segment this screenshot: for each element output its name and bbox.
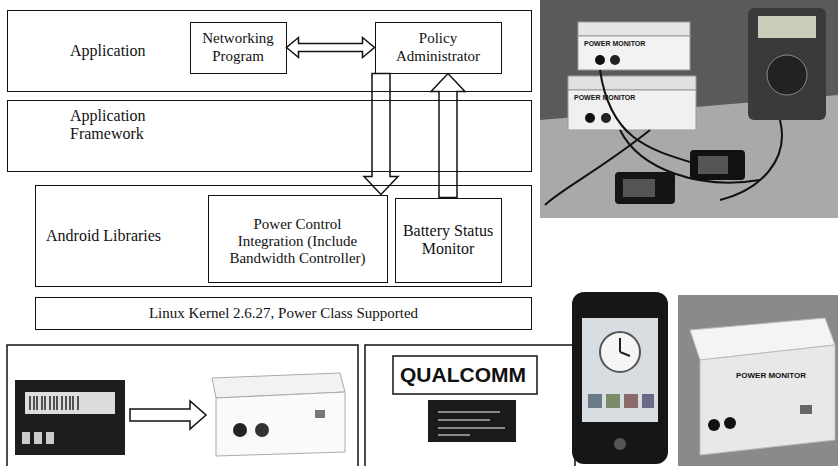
logo-frame <box>393 356 537 394</box>
power-monitor-knob <box>708 419 720 431</box>
device-top <box>568 76 696 90</box>
power-monitor-switch <box>315 410 325 418</box>
clock-face <box>600 332 640 372</box>
layer-band: Application Networking Program Policy Admi… <box>7 10 532 92</box>
clock-hands <box>620 338 630 356</box>
panel-frame <box>7 345 358 466</box>
hollow-arrow <box>130 401 206 429</box>
device-knob <box>610 55 620 65</box>
multimeter-display <box>758 16 816 38</box>
battery-contact <box>34 432 42 444</box>
device-front <box>578 36 690 70</box>
phone-screen <box>698 156 728 174</box>
phone-photo <box>690 150 745 180</box>
chip <box>428 400 516 442</box>
node-text: Application Framework <box>70 107 180 144</box>
node-text: Android Libraries <box>46 227 161 245</box>
node-text: Networking Program <box>196 30 280 65</box>
battery-sticker <box>25 392 115 414</box>
process-box: Battery Status Monitor <box>395 198 502 283</box>
power-monitor-front <box>216 392 345 456</box>
phone <box>572 292 668 464</box>
panel-frame <box>365 345 575 466</box>
barcode <box>30 396 78 410</box>
layer-band: Application Framework <box>7 100 532 172</box>
process-box: Networking Program <box>190 22 287 74</box>
app-icon <box>624 394 638 408</box>
cable <box>600 70 700 165</box>
app-icon <box>588 394 602 408</box>
phone-screen <box>582 318 658 422</box>
battery-contact <box>22 432 30 444</box>
device-front <box>568 90 696 130</box>
chip-marking <box>438 412 505 435</box>
app-icon <box>606 394 620 408</box>
node-text: Policy Administrator <box>382 30 494 65</box>
power-monitor-knob <box>724 417 736 429</box>
node-text: Linux Kernel 2.6.27, Power Class Support… <box>149 305 418 322</box>
power-monitor-front <box>700 345 835 455</box>
device-label: POWER MONITOR <box>574 94 635 102</box>
photo-background <box>678 295 838 466</box>
process-box: Power Control Integration (Include Bandw… <box>208 195 388 283</box>
device-label: POWER MONITOR <box>736 372 806 381</box>
brand-logo: QUALCOMM <box>400 363 526 386</box>
node-text: Application <box>70 42 146 60</box>
power-monitor-knob <box>255 423 269 437</box>
hollow-arrow <box>431 74 465 198</box>
device-label: POWER MONITOR <box>584 40 645 48</box>
power-monitor-knob <box>233 423 247 437</box>
multimeter-dial <box>767 55 807 95</box>
multimeter-body <box>748 8 826 120</box>
node-text: Power Control Integration (Include Bandw… <box>223 216 373 268</box>
phone-photo <box>615 172 675 204</box>
device-top <box>578 22 690 36</box>
process-box: Policy Administrator <box>375 22 502 74</box>
phone-screen <box>623 179 655 197</box>
trackball <box>614 438 626 450</box>
photo-background <box>540 0 838 218</box>
device-knob <box>595 55 605 65</box>
power-monitor-switch <box>800 405 812 414</box>
battery <box>15 380 125 455</box>
battery-contact <box>46 432 54 444</box>
device-knob <box>601 113 611 123</box>
app-icon <box>642 394 654 408</box>
layer-band: Android Libraries Power Control Integrati… <box>35 185 532 287</box>
kernel-band: Linux Kernel 2.6.27, Power Class Support… <box>35 297 532 330</box>
node-text: Battery Status Monitor <box>402 222 494 259</box>
hollow-arrow <box>287 38 375 58</box>
device-knob <box>585 113 595 123</box>
